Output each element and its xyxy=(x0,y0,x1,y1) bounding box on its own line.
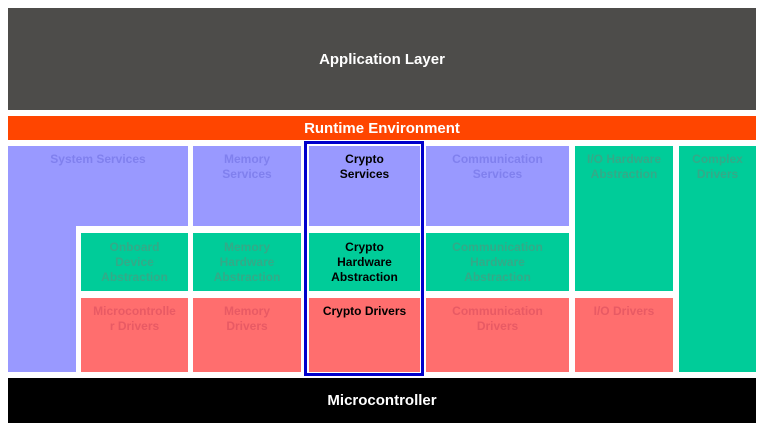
microcontroller-drivers: Microcontrolle r Drivers xyxy=(81,298,188,372)
application-layer: Application Layer xyxy=(8,8,756,110)
communication-hardware-abstraction: Communication Hardware Abstraction xyxy=(426,233,569,291)
communication-drivers: Communication Drivers xyxy=(426,298,569,372)
io-drivers: I/O Drivers xyxy=(575,298,673,372)
crypto-services: Crypto Services xyxy=(309,146,420,226)
crypto-stack-highlight xyxy=(304,141,424,376)
memory-hardware-abstraction: Memory Hardware Abstraction xyxy=(193,233,301,291)
crypto-hardware-abstraction: Crypto Hardware Abstraction xyxy=(309,233,420,291)
memory-drivers: Memory Drivers xyxy=(193,298,301,372)
communication-services: Communication Services xyxy=(426,146,569,226)
crypto-drivers: Crypto Drivers xyxy=(309,298,420,372)
complex-drivers: Complex Drivers xyxy=(679,146,756,372)
io-hardware-abstraction: I/O Hardware Abstraction xyxy=(575,146,673,291)
onboard-device-abstraction: Onboard Device Abstraction xyxy=(81,233,188,291)
runtime-environment: Runtime Environment xyxy=(8,116,756,140)
system-services: System Services xyxy=(8,146,188,226)
microcontroller-layer: Microcontroller xyxy=(8,378,756,423)
memory-services: Memory Services xyxy=(193,146,301,226)
